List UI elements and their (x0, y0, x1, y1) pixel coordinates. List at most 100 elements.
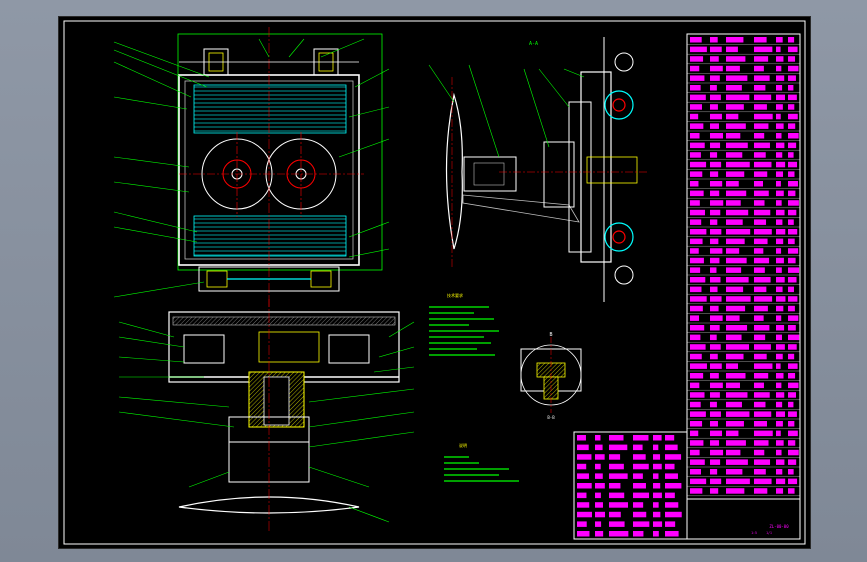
notes-heading-2: 说明 (459, 442, 467, 448)
bom-cell-mark (726, 133, 741, 139)
bom-cell-mark (690, 161, 707, 168)
bom-cell-mark (710, 305, 719, 312)
bom-cell-mark (690, 305, 703, 312)
bom-cell-mark (710, 152, 718, 158)
bom-cell-mark (577, 444, 589, 451)
bom-cell-mark (726, 209, 749, 216)
drawing-sheet-no: 1/1 (766, 531, 772, 535)
bom-cell-mark (788, 277, 797, 283)
detail-view: B B-B (520, 332, 582, 420)
bom-cell-mark (633, 521, 650, 527)
bom-cell-mark (726, 46, 738, 53)
bom-cell-mark (690, 171, 703, 177)
bom-cell-mark (710, 113, 722, 120)
bom-cell-mark (690, 478, 707, 485)
bom-cell-mark (726, 469, 743, 475)
bom-cell-mark (595, 463, 601, 470)
detail-section-label: B-B (547, 415, 555, 420)
bom-cell-mark (665, 531, 679, 537)
bom-cell-mark (690, 286, 702, 293)
bom-cell-mark (788, 305, 795, 312)
drawing-number: ZL-00-00 (769, 524, 789, 529)
bom-cell-mark (776, 478, 786, 485)
bom-cell-mark (710, 171, 719, 177)
bom-cell-mark (595, 473, 603, 479)
bom-cell-mark (710, 296, 722, 302)
bom-cell-mark (776, 315, 782, 321)
bom-cell-mark (690, 229, 707, 235)
bom-cell-mark (726, 152, 743, 158)
bom-cell-mark (609, 531, 629, 537)
bom-cell-mark (595, 492, 601, 499)
bom-cell-mark (690, 94, 706, 101)
bom-cell-mark (726, 248, 740, 254)
bom-cell-mark (690, 373, 704, 379)
bom-cell-mark (726, 411, 750, 417)
bom-cell-mark (776, 238, 784, 245)
bom-cell-mark (726, 75, 748, 81)
bom-cell-mark (577, 511, 592, 518)
bom-cell-mark (788, 56, 796, 62)
bom-cell-mark (788, 248, 799, 254)
bom-cell-mark (754, 238, 768, 245)
bom-cell-mark (595, 444, 603, 451)
filter-panel-bottom (193, 215, 347, 257)
bom-cell-mark (788, 152, 794, 158)
bom-cell-mark (710, 219, 718, 225)
bom-cell-mark (595, 483, 605, 489)
bom-cell-mark (690, 363, 707, 369)
bom-cell-mark (595, 511, 606, 518)
bom-cell-mark (609, 511, 621, 518)
bom-cell-mark (754, 334, 766, 341)
bom-cell-mark (726, 257, 747, 264)
bom-cell-mark (577, 531, 590, 537)
bom-cell-mark (690, 315, 700, 321)
bom-cell-mark (665, 511, 682, 518)
bom-cell-mark (776, 65, 782, 72)
bom-cell-mark (633, 531, 644, 537)
bom-cell-mark (690, 488, 703, 494)
bom-cell-mark (710, 277, 721, 283)
bom-cell-mark (726, 344, 750, 350)
bom-cell-mark (665, 444, 678, 451)
bom-cell-mark (710, 267, 717, 273)
bom-cell-mark (788, 238, 795, 245)
bom-cell-mark (788, 85, 794, 91)
bom-cell-mark (609, 492, 625, 499)
bom-cell-mark (690, 382, 700, 389)
bom-cell-mark (788, 363, 798, 369)
bom-cell-mark (609, 454, 621, 460)
bom-cell-mark (776, 209, 785, 216)
bom-cell-mark (754, 440, 769, 446)
bom-cell-mark (754, 277, 771, 283)
bom-cell-mark (633, 454, 646, 460)
bom-cell-mark (726, 229, 751, 235)
bom-cell-mark (726, 94, 750, 101)
bom-cell-mark (754, 104, 767, 110)
bom-cell-mark (690, 219, 702, 225)
bom-cell-mark (726, 353, 744, 360)
bom-cell-mark (754, 75, 770, 81)
drawing-border (63, 20, 806, 545)
bom-cell-mark (754, 133, 765, 139)
bom-cell-mark (726, 373, 746, 379)
bom-cell-mark (754, 181, 763, 187)
bom-cell-mark (754, 430, 773, 437)
bom-cell-mark (788, 257, 796, 264)
bom-cell-mark (710, 315, 723, 321)
bom-cell-mark (726, 315, 740, 321)
bom-cell-mark (690, 440, 704, 446)
bom-cell-mark (754, 113, 773, 120)
bom-cell-mark (788, 181, 798, 187)
bom-cell-mark (653, 521, 663, 527)
bom-cell-mark (776, 286, 783, 293)
bom-cell-mark (788, 411, 797, 417)
drawing-sheet[interactable]: A-A (58, 16, 811, 549)
bom-cell-mark (690, 133, 700, 139)
bom-cell-mark (595, 531, 604, 537)
bom-cell-mark (776, 488, 784, 494)
bom-cell-mark (690, 37, 702, 43)
bom-cell-mark (776, 56, 784, 62)
bom-cell-mark (788, 219, 794, 225)
